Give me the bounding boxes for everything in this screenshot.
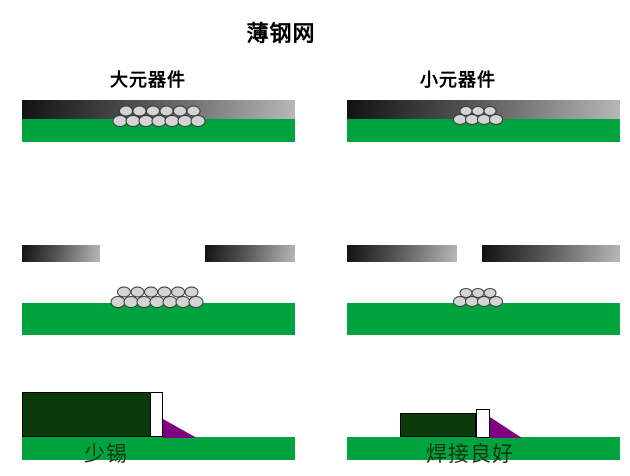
solder-fillet-left	[163, 419, 197, 438]
small-component-termination	[476, 409, 490, 438]
solder-fillet-right	[490, 417, 522, 438]
stencil-segment-row2-right-a	[347, 245, 457, 262]
pcb-bar-row1-left	[22, 119, 295, 142]
large-component-body	[22, 392, 152, 437]
result-label-right: 焊接良好	[426, 442, 514, 466]
column-header-large-components: 大元器件	[110, 70, 186, 90]
large-component-termination	[150, 392, 163, 437]
pcb-bar-row3-right	[347, 437, 620, 460]
column-header-small-components: 小元器件	[420, 70, 496, 90]
stencil-segment-row2-left-a	[22, 245, 100, 262]
solder-paste-deposit-row2-right	[453, 288, 503, 307]
pcb-bar-row2-left	[22, 303, 295, 335]
solder-paste-cluster-row1-left	[112, 105, 206, 127]
diagram-title: 薄钢网	[246, 21, 316, 46]
pcb-bar-row1-right	[347, 119, 620, 142]
small-component-body	[400, 413, 476, 437]
solder-paste-cluster-row1-right	[453, 106, 503, 125]
solder-paste-deposit-row2-left	[110, 286, 204, 308]
pcb-bar-row3-left	[22, 437, 295, 460]
pcb-bar-row2-right	[347, 303, 620, 335]
stencil-segment-row2-right-b	[482, 245, 620, 262]
stencil-segment-row2-left-b	[205, 245, 295, 262]
result-label-left: 少锡	[84, 442, 128, 466]
